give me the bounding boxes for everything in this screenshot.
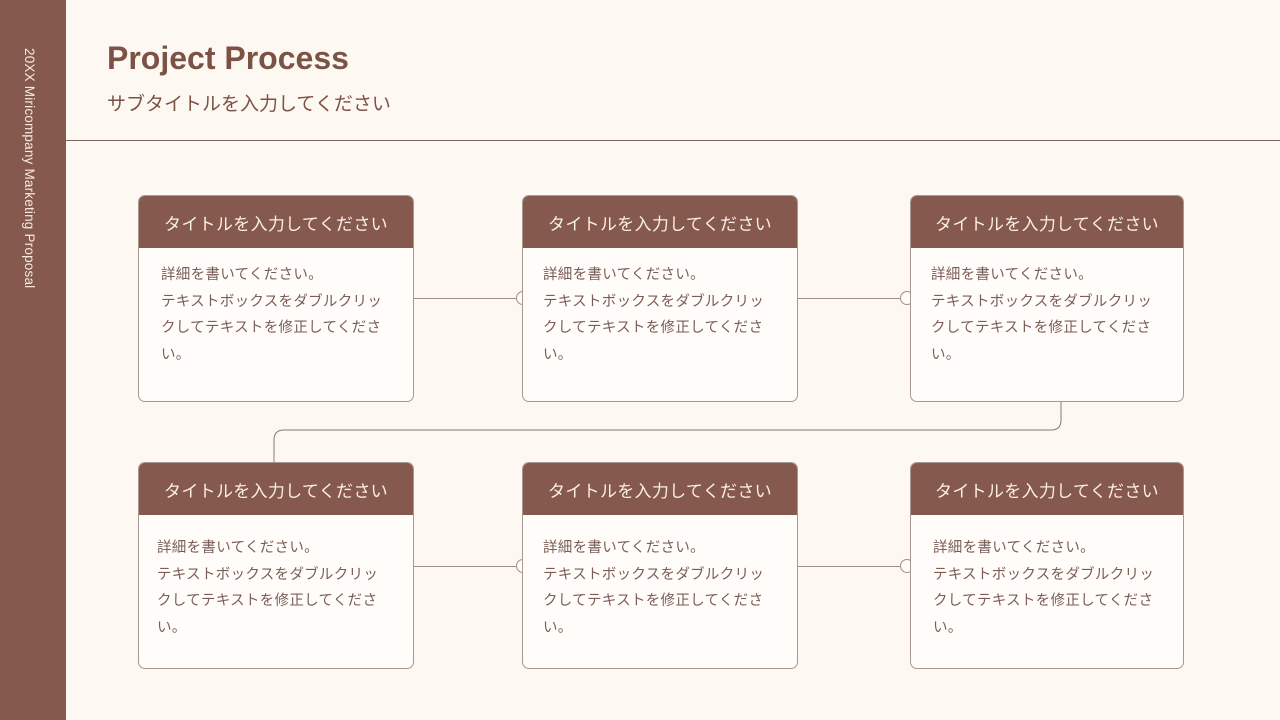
- detail-line: い。: [933, 619, 963, 636]
- connector-4-5: [413, 566, 523, 567]
- step-card-1[interactable]: タイトルを入力してください 詳細を書いてください。 テキストボックスをダブルクリ…: [138, 195, 414, 402]
- step-detail[interactable]: 詳細を書いてください。 テキストボックスをダブルクリッ クしてテキストを修正して…: [139, 515, 413, 641]
- detail-line: い。: [543, 346, 573, 363]
- detail-line: い。: [157, 619, 187, 636]
- detail-line: 詳細を書いてください。: [931, 267, 1093, 283]
- detail-line: テキストボックスをダブルクリッ: [931, 293, 1153, 310]
- detail-line: テキストボックスをダブルクリッ: [543, 293, 765, 310]
- sidebar: 20XX Miricompany Marketing Proposal: [0, 0, 66, 720]
- step-title[interactable]: タイトルを入力してください: [139, 196, 413, 248]
- connector-2-3: [797, 298, 910, 299]
- page-title[interactable]: Project Process: [107, 40, 349, 76]
- detail-line: テキストボックスをダブルクリッ: [161, 293, 383, 310]
- step-detail[interactable]: 詳細を書いてください。 テキストボックスをダブルクリッ クしてテキストを修正して…: [911, 248, 1183, 368]
- detail-line: クしてテキストを修正してくださ: [543, 320, 764, 336]
- step-title[interactable]: タイトルを入力してください: [911, 463, 1183, 515]
- page-subtitle[interactable]: サブタイトルを入力してください: [107, 93, 391, 115]
- detail-line: クしてテキストを修正してくださ: [161, 320, 382, 336]
- step-card-3[interactable]: タイトルを入力してください 詳細を書いてください。 テキストボックスをダブルクリ…: [910, 195, 1184, 402]
- header-divider: [66, 140, 1280, 141]
- detail-line: クしてテキストを修正してくださ: [157, 593, 378, 609]
- step-title[interactable]: タイトルを入力してください: [911, 196, 1183, 248]
- connector-1-2: [413, 298, 523, 299]
- connector-5-6: [797, 566, 910, 567]
- detail-line: い。: [543, 619, 573, 636]
- sidebar-caption: 20XX Miricompany Marketing Proposal: [22, 48, 37, 289]
- detail-line: い。: [161, 346, 191, 363]
- step-card-5[interactable]: タイトルを入力してください 詳細を書いてください。 テキストボックスをダブルクリ…: [522, 462, 798, 669]
- detail-line: テキストボックスをダブルクリッ: [543, 566, 765, 583]
- detail-line: 詳細を書いてください。: [543, 540, 705, 556]
- step-title[interactable]: タイトルを入力してください: [523, 463, 797, 515]
- detail-line: クしてテキストを修正してくださ: [931, 320, 1152, 336]
- detail-line: クしてテキストを修正してくださ: [933, 593, 1154, 609]
- detail-line: 詳細を書いてください。: [933, 540, 1095, 556]
- detail-line: 詳細を書いてください。: [161, 267, 323, 283]
- step-card-2[interactable]: タイトルを入力してください 詳細を書いてください。 テキストボックスをダブルクリ…: [522, 195, 798, 402]
- step-detail[interactable]: 詳細を書いてください。 テキストボックスをダブルクリッ クしてテキストを修正して…: [523, 248, 797, 368]
- step-detail[interactable]: 詳細を書いてください。 テキストボックスをダブルクリッ クしてテキストを修正して…: [139, 248, 413, 368]
- step-card-4[interactable]: タイトルを入力してください 詳細を書いてください。 テキストボックスをダブルクリ…: [138, 462, 414, 669]
- step-detail[interactable]: 詳細を書いてください。 テキストボックスをダブルクリッ クしてテキストを修正して…: [523, 515, 797, 641]
- detail-line: い。: [931, 346, 961, 363]
- detail-line: テキストボックスをダブルクリッ: [157, 566, 379, 583]
- step-detail[interactable]: 詳細を書いてください。 テキストボックスをダブルクリッ クしてテキストを修正して…: [911, 515, 1183, 641]
- detail-line: クしてテキストを修正してくださ: [543, 593, 764, 609]
- detail-line: 詳細を書いてください。: [543, 267, 705, 283]
- step-title[interactable]: タイトルを入力してください: [139, 463, 413, 515]
- detail-line: 詳細を書いてください。: [157, 540, 319, 556]
- step-card-6[interactable]: タイトルを入力してください 詳細を書いてください。 テキストボックスをダブルクリ…: [910, 462, 1184, 669]
- detail-line: テキストボックスをダブルクリッ: [933, 566, 1155, 583]
- step-title[interactable]: タイトルを入力してください: [523, 196, 797, 248]
